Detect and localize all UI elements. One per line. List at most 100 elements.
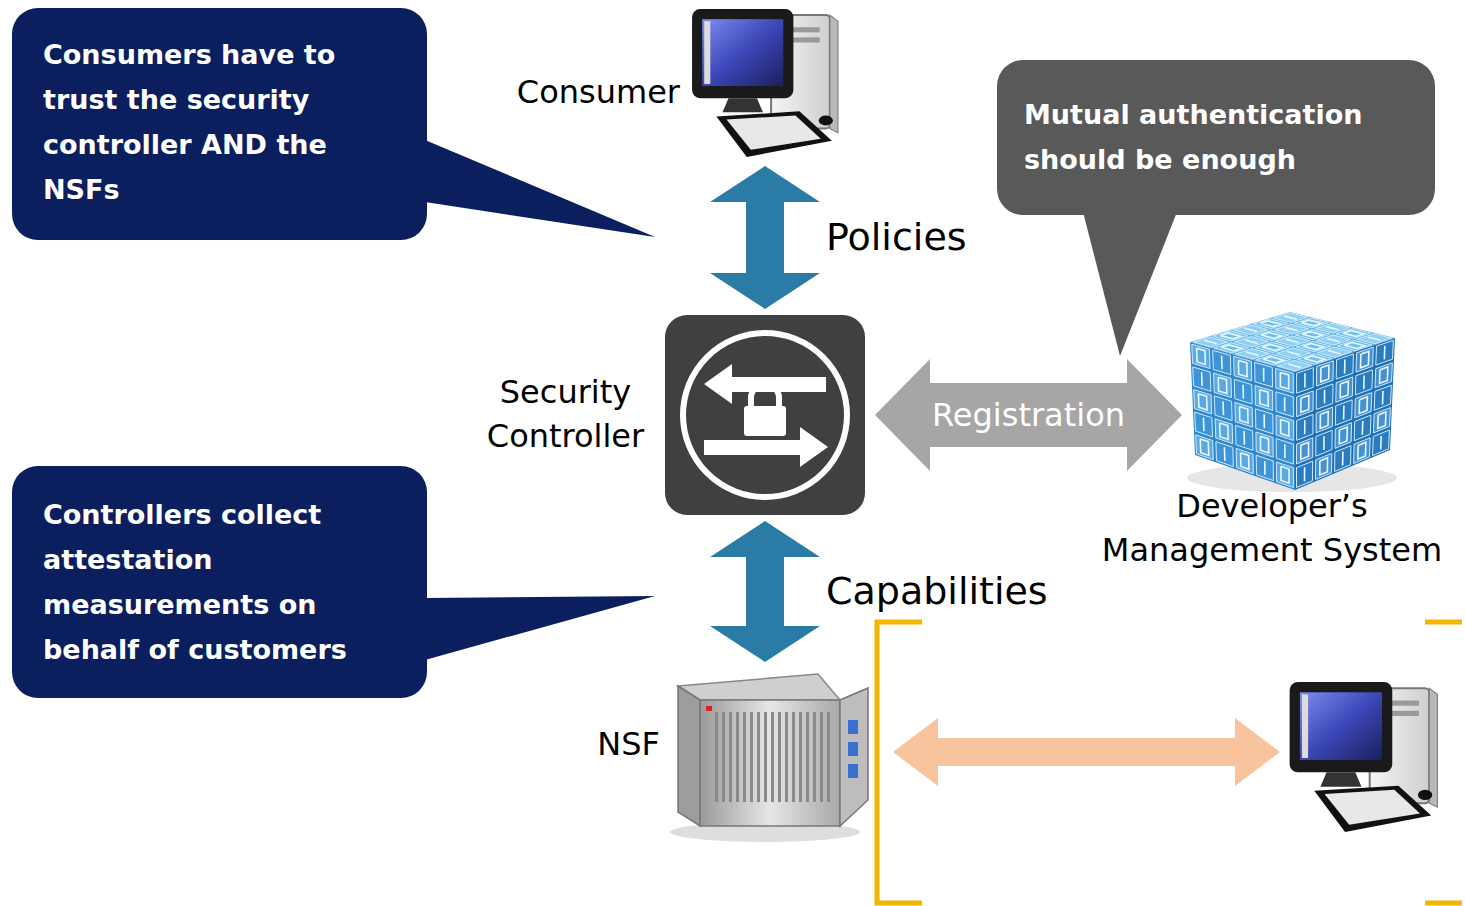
binary-mark [1384,346,1386,360]
callout-box: Controllers collect attestation measurem… [12,466,427,698]
binary-mark [1320,412,1328,429]
cube-cell [1354,438,1371,464]
binary-mark [1242,385,1244,399]
binary-mark [1203,418,1205,432]
cube-cell [1215,419,1233,444]
callout-text: Mutual authentication should be enough [1024,92,1408,182]
cube-cell [1255,386,1273,411]
data-flow-arrow [893,718,1280,786]
cube-cell [1195,412,1213,437]
cube-cell [1316,384,1333,410]
block-arrow [710,521,820,662]
cube-cell [1236,425,1254,450]
binary-mark [1342,452,1344,466]
binary-mark [1344,343,1365,349]
management-node: Developer’s Management System [1192,312,1402,484]
cube-cell [1335,446,1351,472]
bracket [877,622,1462,903]
cube-cell [1194,390,1212,415]
cube-cell [1316,407,1333,433]
binary-mark [1246,352,1259,356]
binary-mark [1380,367,1388,383]
binary-mark [1340,381,1348,398]
binary-mark [1198,394,1207,410]
cube-cell [1276,462,1293,488]
binary-mark [1201,372,1203,386]
callout-box: Consumers have to trust the security con… [12,8,427,240]
node-label: NSF [575,722,660,766]
cube-cell [1375,363,1392,388]
controller-icon [665,315,865,515]
binary-mark [1327,338,1340,341]
cube-cell [1297,368,1314,394]
binary-mark [1220,333,1241,339]
server-icon [670,674,868,842]
node-label: Consumer [505,70,680,114]
binary-mark [1320,458,1328,475]
binary-mark [1221,356,1223,370]
binary-mark [1260,436,1268,453]
binary-mark [1343,331,1364,337]
consumer-node: Consumer [690,8,840,160]
database-cube [1187,312,1397,492]
binary-mark [1245,340,1258,344]
binary-mark [1263,368,1265,382]
binary-mark [1301,395,1309,412]
cube-cell [1355,370,1372,395]
cube-cell [1373,430,1390,456]
cube-cell [1335,423,1352,449]
binary-mark [1264,461,1266,475]
cube-cell [1316,430,1332,456]
binary-mark [1261,333,1282,339]
binary-mark [1301,320,1322,326]
cube-cell [1235,402,1253,427]
computer-icon [1290,682,1438,832]
binary-mark [1280,373,1288,390]
binary-mark [1240,407,1249,424]
cube-cell [1297,414,1313,440]
cube-cell [1256,455,1273,480]
cube-cell [1255,362,1273,387]
binary-mark [1304,356,1325,362]
cube-cell [1335,400,1352,426]
cube-cell [1297,438,1313,464]
cube-cell [1216,442,1234,467]
binary-mark [1285,328,1298,331]
cube-cell [1276,368,1294,393]
binary-mark [1281,466,1289,483]
cube-cell [1276,415,1293,440]
binary-mark [1304,420,1306,434]
binary-mark [1243,431,1245,445]
binary-mark [1221,345,1242,351]
cube-cell [1234,379,1252,404]
binary-mark [1284,397,1286,411]
cube-cell [1297,461,1313,487]
block-arrow [875,359,1182,471]
cube-cell [1297,391,1314,417]
binary-mark [1284,444,1286,458]
cube-cell [1196,435,1214,460]
binary-mark [1197,348,1206,364]
cube-cell [1256,432,1273,457]
binary-mark [1378,412,1386,429]
computer-icon [692,9,838,157]
cube-cell [1373,408,1390,433]
edge-label: Capabilities [826,569,1048,615]
binary-mark [1287,351,1300,355]
binary-mark [1339,427,1347,444]
controller-node: Security Controller [665,315,865,515]
block-arrow [710,166,820,309]
binary-mark [1286,339,1299,342]
binary-mark [1304,467,1306,481]
binary-mark [1222,401,1224,415]
binary-mark [1380,436,1382,450]
binary-mark [1301,442,1309,459]
cube-cell [1376,340,1394,365]
cube-cell [1192,344,1210,368]
cube-cell [1355,393,1372,418]
cube-cell [1374,385,1391,410]
binary-mark [1281,419,1289,436]
nsf-node: NSF [675,668,865,833]
cube-cell [1316,361,1333,386]
